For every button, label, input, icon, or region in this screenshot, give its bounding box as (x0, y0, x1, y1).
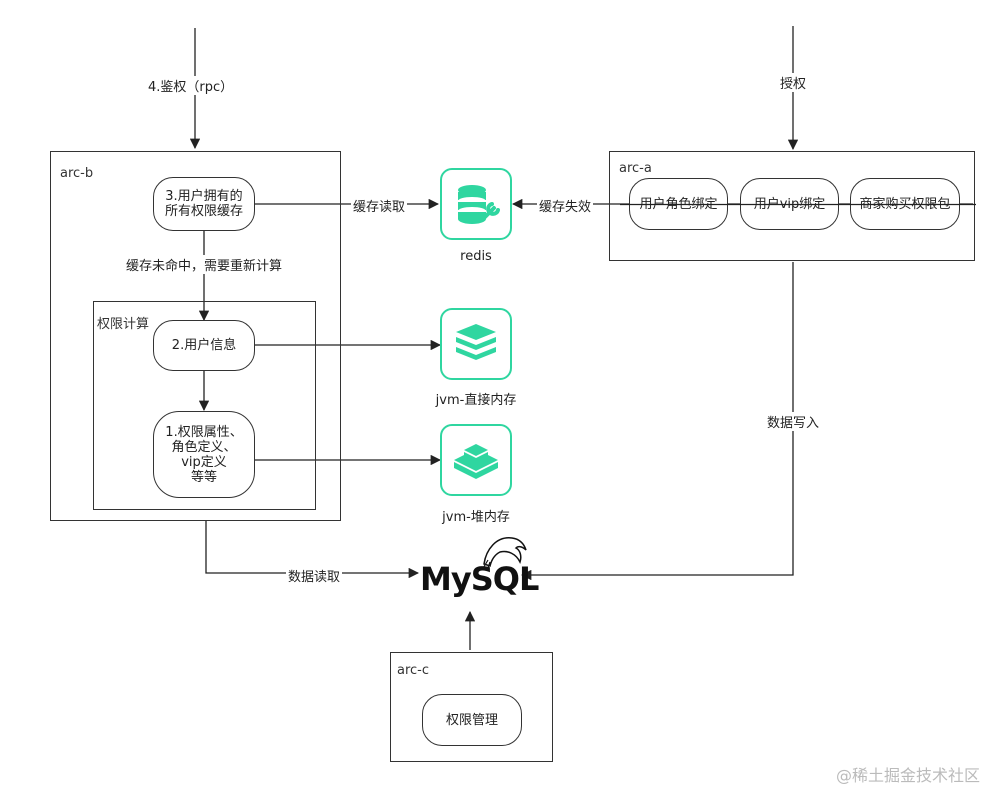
watermark: @稀土掘金技术社区 (836, 766, 981, 785)
perm-admin-node[interactable]: 权限管理 (422, 694, 522, 746)
jvm-heap-tile (440, 424, 512, 496)
mysql-logo-text: MySQL (420, 560, 539, 598)
dolphin-icon (481, 537, 527, 572)
redis-caption: redis (460, 249, 492, 264)
jvm-direct-tile (440, 308, 512, 380)
cache-invalidate-label: 缓存失效 (537, 196, 594, 215)
arc-a-container (609, 151, 975, 261)
arc-c-title: arc-c (397, 663, 430, 678)
edge-db-read (205, 521, 420, 579)
arc-b-container (50, 151, 341, 521)
user-info-node[interactable]: 2.用户信息 (153, 320, 255, 371)
attrs-node[interactable]: 1.权限属性、 角色定义、 vip定义 等等 (153, 411, 255, 498)
cache-miss-label: 缓存未命中，需要重新计算 (124, 255, 285, 274)
stacked-layers-icon (456, 324, 496, 360)
db-write-label: 数据写入 (765, 412, 822, 431)
invalidate-line-overlay (620, 203, 976, 206)
calc-group (93, 301, 316, 510)
arc-b-title: arc-b (60, 166, 94, 181)
cache-read-label: 缓存读取 (351, 196, 408, 215)
redis-tile (440, 168, 512, 240)
cache-node[interactable]: 3.用户拥有的 所有权限缓存 (153, 177, 255, 231)
jvm-direct-caption: jvm-直接内存 (435, 393, 517, 408)
arc-c-container (390, 652, 553, 762)
jvm-heap-caption: jvm-堆内存 (442, 510, 510, 525)
database-wrench-icon (458, 185, 500, 224)
arc-a-title: arc-a (619, 161, 652, 176)
edge-db-write (520, 262, 794, 581)
auth-rpc-label: 4.鉴权（rpc） (146, 76, 236, 95)
grant-label: 授权 (778, 73, 809, 92)
db-read-label: 数据读取 (286, 566, 343, 585)
isometric-block-icon (454, 444, 498, 479)
calc-group-title: 权限计算 (97, 317, 150, 332)
